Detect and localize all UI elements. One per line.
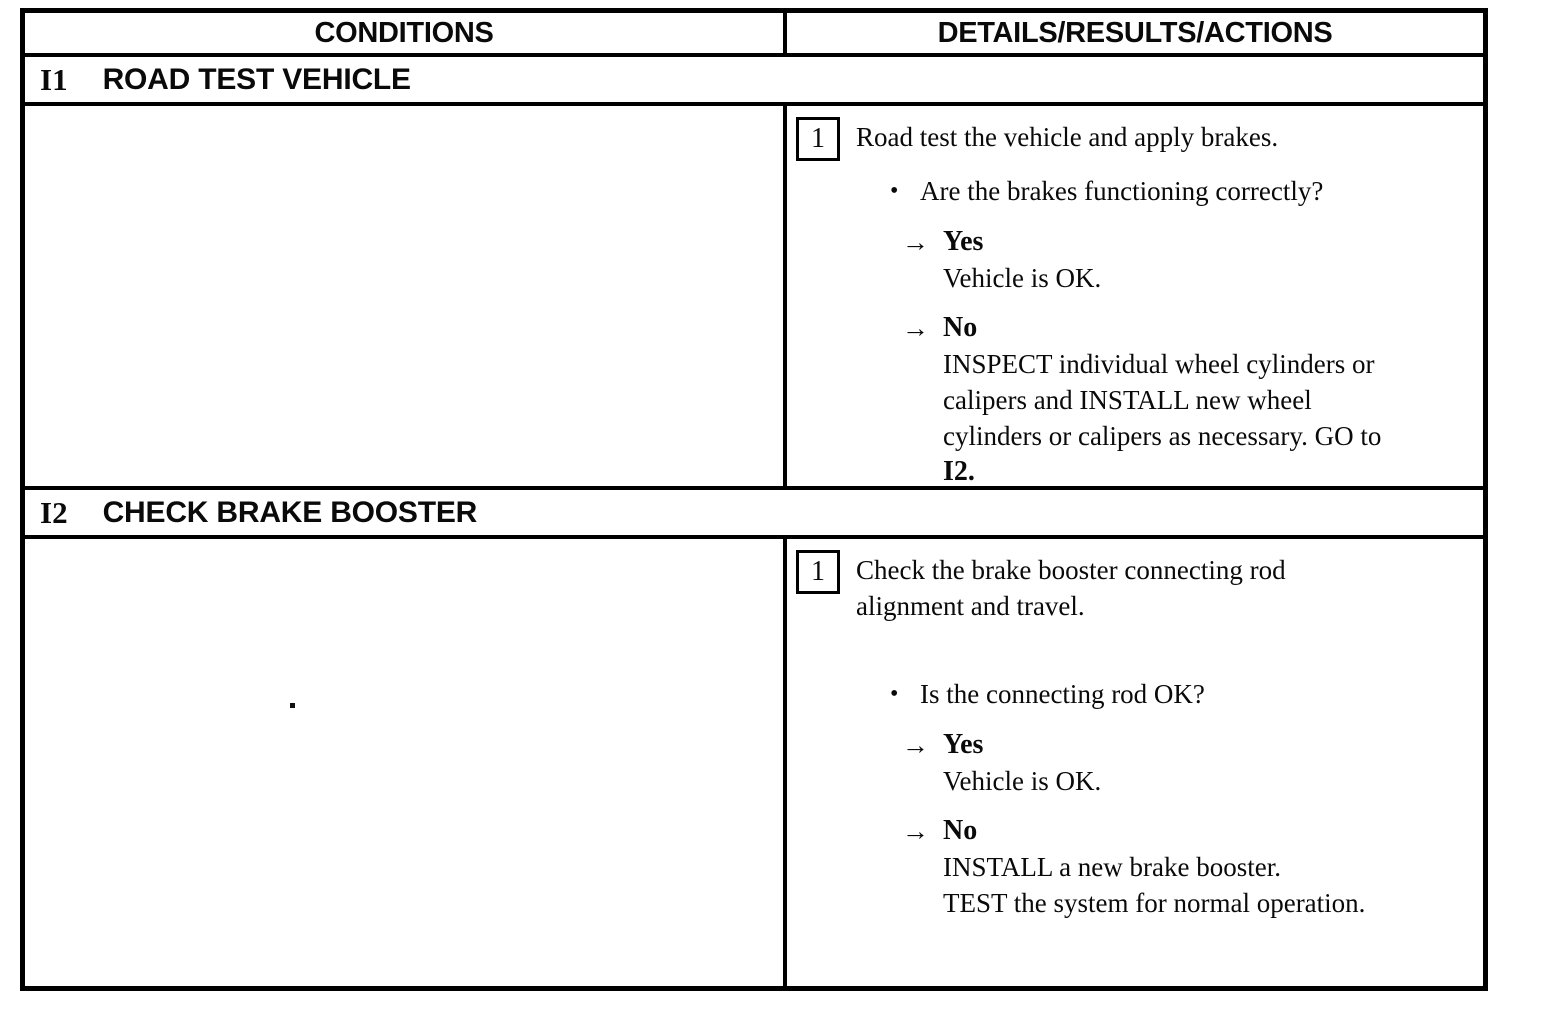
section-title-i2: CHECK BRAKE BOOSTER — [102, 495, 478, 529]
arrow-icon: → — [902, 227, 929, 257]
step-instruction-line: Check the brake booster connecting rod — [856, 555, 1286, 585]
answer-label: No — [943, 815, 978, 846]
section-body-i1: 1 Road test the vehicle and apply brakes… — [25, 106, 1483, 490]
scan-speck — [290, 703, 295, 708]
answer-label: No — [943, 312, 978, 343]
table-header-row: CONDITIONS DETAILS/RESULTS/ACTIONS — [25, 13, 1483, 57]
conditions-header-label: CONDITIONS — [314, 16, 494, 49]
action-line: calipers and INSTALL new wheel — [943, 385, 1312, 415]
outcome-yes-head: → Yes — [796, 727, 1473, 763]
outcome-no: → No INSPECT individual wheel cylinders … — [796, 310, 1473, 490]
arrow-icon: → — [902, 313, 929, 343]
step-instruction: Road test the vehicle and apply brakes. — [856, 117, 1278, 155]
section-id-i2: I2 — [40, 494, 68, 530]
outcome-yes: → Yes Vehicle is OK. — [796, 224, 1473, 296]
outcome-yes-action: Vehicle is OK. — [796, 763, 1473, 799]
outcome-no-action: INSTALL a new brake booster. TEST the sy… — [796, 849, 1473, 921]
diagnostic-table: CONDITIONS DETAILS/RESULTS/ACTIONS I1 RO… — [20, 8, 1488, 991]
step-1-head: 1 Check the brake booster connecting rod… — [796, 550, 1473, 624]
action-line: TEST the system for normal operation. — [943, 888, 1366, 918]
action-line: INSTALL a new brake booster. — [943, 852, 1281, 882]
answer-label: Yes — [943, 729, 984, 760]
conditions-column-header: CONDITIONS — [25, 13, 787, 53]
step-instruction-line: Road test the vehicle and apply brakes. — [856, 122, 1279, 152]
step-number-box: 1 — [796, 550, 840, 594]
conditions-cell-i2 — [25, 539, 787, 986]
question-text: Are the brakes functioning correctly? — [920, 176, 1324, 206]
section-header-i1: I1 ROAD TEST VEHICLE — [25, 57, 1483, 106]
details-column-header: DETAILS/RESULTS/ACTIONS — [787, 13, 1483, 53]
action-line: Vehicle is OK. — [943, 263, 1102, 293]
question-text: Is the connecting rod OK? — [920, 679, 1205, 709]
section-header-i2: I2 CHECK BRAKE BOOSTER — [25, 490, 1483, 539]
step-1-head: 1 Road test the vehicle and apply brakes… — [796, 117, 1473, 161]
action-line: INSPECT individual wheel cylinders or — [943, 349, 1375, 379]
arrow-icon: → — [902, 730, 929, 760]
arrow-icon: → — [902, 816, 929, 846]
outcome-no-head: → No — [796, 310, 1473, 346]
step-instruction: Check the brake booster connecting rod a… — [856, 550, 1286, 624]
outcome-yes-head: → Yes — [796, 224, 1473, 260]
details-cell-i2: 1 Check the brake booster connecting rod… — [787, 539, 1483, 986]
bullet-icon: • — [890, 178, 899, 204]
outcome-yes-action: Vehicle is OK. — [796, 260, 1473, 296]
outcome-yes: → Yes Vehicle is OK. — [796, 727, 1473, 799]
action-line: Vehicle is OK. — [943, 766, 1102, 796]
bullet-icon: • — [890, 681, 899, 707]
goto-reference: I2. — [943, 456, 975, 487]
section-id-i1: I1 — [40, 61, 68, 97]
conditions-cell-i1 — [25, 106, 787, 486]
answer-label: Yes — [943, 226, 984, 257]
action-line: cylinders or calipers as necessary. GO t… — [943, 421, 1382, 451]
step-instruction-line: alignment and travel. — [856, 591, 1085, 621]
outcome-no: → No INSTALL a new brake booster. TEST t… — [796, 813, 1473, 921]
step-number-box: 1 — [796, 117, 840, 161]
step-question: • Are the brakes functioning correctly? — [796, 173, 1473, 209]
outcome-no-head: → No — [796, 813, 1473, 849]
details-header-label: DETAILS/RESULTS/ACTIONS — [937, 16, 1333, 49]
section-body-i2: 1 Check the brake booster connecting rod… — [25, 539, 1483, 986]
details-cell-i1: 1 Road test the vehicle and apply brakes… — [787, 106, 1483, 487]
outcome-no-action: INSPECT individual wheel cylinders or ca… — [796, 346, 1473, 490]
section-title-i1: ROAD TEST VEHICLE — [102, 62, 411, 96]
step-question: • Is the connecting rod OK? — [796, 676, 1473, 712]
